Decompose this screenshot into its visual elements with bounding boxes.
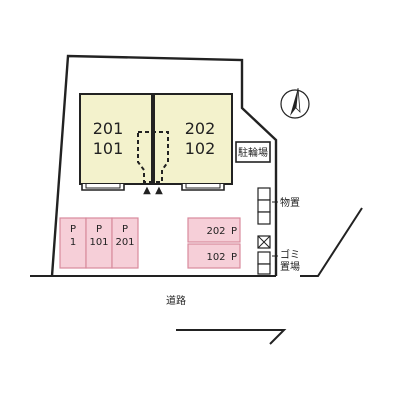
- parking-202-num: 202: [206, 226, 225, 237]
- garbage-label-line1: ゴミ: [280, 248, 300, 261]
- storage-label: 物置: [280, 196, 300, 209]
- entrance-mark-right: ▲: [155, 185, 163, 196]
- parking-102-p: P: [231, 252, 237, 263]
- entrance-step-right: [181, 184, 225, 191]
- unit-label-102: 102: [185, 139, 216, 158]
- entrance-mark-left: ▲: [143, 185, 151, 196]
- garbage-area: [257, 235, 271, 275]
- road-edge: [176, 329, 287, 345]
- unit-label-101: 101: [93, 139, 124, 158]
- garbage-label-line2: 置場: [280, 260, 300, 273]
- entrance-step-left: [81, 184, 125, 191]
- entrance-step-left-inner: [85, 184, 121, 189]
- parking-1-p: P: [70, 224, 76, 235]
- parking-101-p: P: [96, 224, 102, 235]
- parking-201-p: P: [122, 224, 128, 235]
- road-label: 道路: [166, 294, 186, 307]
- bicycle-parking-label: 駐輪場: [238, 146, 268, 159]
- unit-label-202: 202: [185, 119, 216, 138]
- property-boundary: [50, 54, 278, 277]
- parking-right: [187, 217, 241, 269]
- parking-202-p: P: [231, 226, 237, 237]
- north-arrow-icon: [280, 87, 310, 119]
- parking-1-num: 1: [70, 237, 76, 248]
- entrance-step-right-inner: [185, 184, 221, 189]
- ground-line-right: [300, 207, 363, 277]
- parking-left: [59, 217, 139, 269]
- parking-101-num: 101: [89, 237, 108, 248]
- bicycle-parking-box: [235, 141, 271, 163]
- parking-102-num: 102: [206, 252, 225, 263]
- unit-label-201: 201: [93, 119, 124, 138]
- storage-units: [257, 187, 271, 225]
- parking-201-num: 201: [115, 237, 134, 248]
